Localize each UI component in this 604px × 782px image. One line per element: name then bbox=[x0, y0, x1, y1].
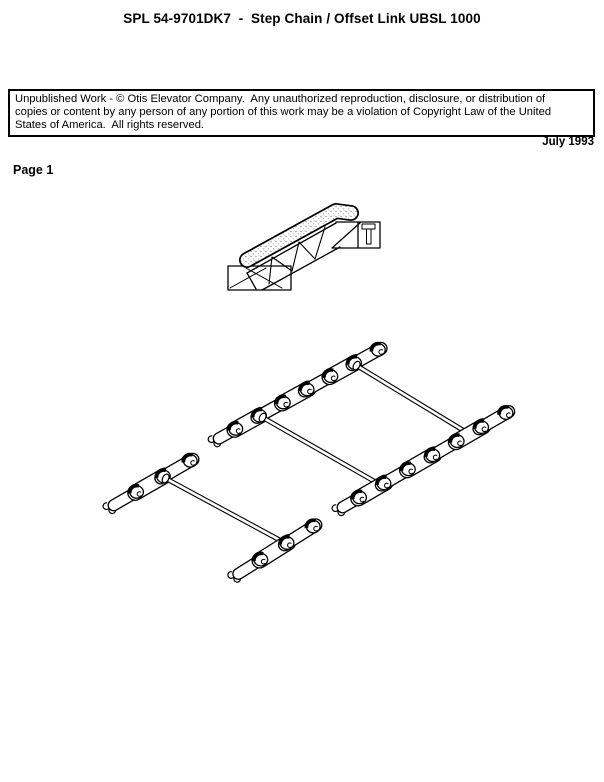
axle-rod bbox=[161, 473, 288, 546]
copyright-line: States of America. All rights reserved. bbox=[15, 119, 205, 131]
chain-roller bbox=[375, 475, 392, 491]
chain-strand bbox=[227, 518, 323, 583]
chain-roller bbox=[369, 341, 386, 357]
chain-roller bbox=[127, 483, 145, 499]
issue-date-label: July 1993 bbox=[542, 136, 594, 148]
escalator-truss-outline bbox=[246, 221, 381, 291]
page-number-label: Page 1 bbox=[13, 163, 54, 177]
chain-roller bbox=[497, 405, 514, 421]
chain-roller bbox=[181, 452, 198, 468]
step-chain-drawing bbox=[102, 341, 516, 583]
chain-roller bbox=[298, 381, 315, 397]
axle-rod bbox=[352, 360, 467, 434]
chain-roller bbox=[274, 394, 291, 410]
chain-roller bbox=[322, 368, 339, 384]
copyright-line: Unpublished Work - © Otis Elevator Compa… bbox=[15, 93, 546, 105]
chain-roller bbox=[278, 535, 295, 550]
axle-rod bbox=[258, 412, 387, 490]
chain-roller bbox=[448, 433, 465, 449]
escalator-newel-cap bbox=[361, 223, 376, 230]
chain-roller bbox=[424, 447, 441, 463]
chain-strand bbox=[331, 405, 516, 517]
copyright-notice: Unpublished Work - © Otis Elevator Compa… bbox=[8, 89, 595, 137]
chain-roller bbox=[252, 551, 269, 567]
chain-roller bbox=[304, 518, 321, 534]
escalator-newel-post bbox=[366, 228, 372, 245]
escalator-lower-landing bbox=[227, 265, 292, 291]
page-title: SPL 54-9701DK7 - Step Chain / Offset Lin… bbox=[123, 11, 481, 26]
chain-roller bbox=[472, 419, 490, 435]
escalator-landing-braces bbox=[229, 267, 283, 289]
chain-strand bbox=[102, 452, 200, 515]
chain-roller bbox=[227, 420, 244, 436]
copyright-line: copies or content by any person of any p… bbox=[15, 106, 552, 118]
escalator-icon bbox=[227, 203, 381, 291]
chain-roller bbox=[350, 489, 368, 505]
chain-strand bbox=[207, 341, 388, 448]
escalator-handrail-stipple bbox=[240, 204, 358, 267]
chain-roller bbox=[399, 461, 416, 477]
escalator-truss-web bbox=[268, 226, 326, 285]
